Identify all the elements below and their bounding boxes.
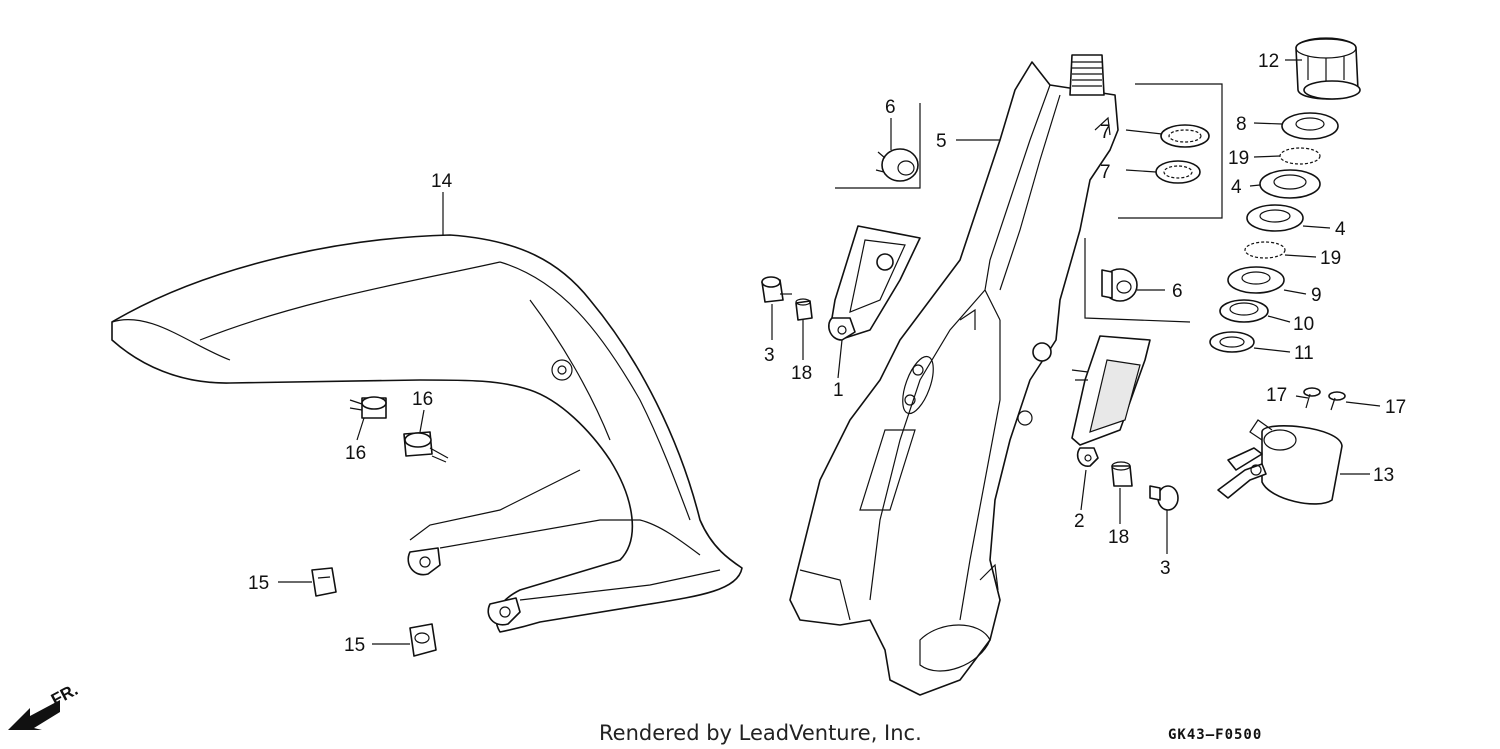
credit-text: Rendered by LeadVenture, Inc.: [599, 721, 922, 745]
callout-6a: 6: [885, 97, 896, 118]
group-brackets: [835, 83, 1223, 323]
callout-12: 12: [1258, 51, 1279, 72]
callout-labels: 14 5 6 1 3 18 2 18 3 7 7 12 8 19 4 4 19 …: [248, 51, 1406, 656]
clip-nut-15b[interactable]: [409, 623, 437, 657]
front-arrow-icon: [8, 700, 60, 730]
clip-3a[interactable]: [761, 276, 792, 303]
flange-bolt-16b[interactable]: [403, 431, 449, 463]
callout-18a: 18: [791, 363, 812, 384]
callout-7b: 7: [1100, 162, 1111, 183]
callout-3b: 3: [1160, 558, 1171, 579]
side-reflector-bracket[interactable]: [828, 225, 921, 341]
callout-11: 11: [1294, 343, 1314, 364]
dust-seal-10[interactable]: [1219, 299, 1269, 323]
bottom-cone-race-9[interactable]: [1227, 266, 1285, 294]
callout-17a: 17: [1266, 385, 1287, 406]
callout-2: 2: [1074, 511, 1085, 532]
callout-9: 9: [1311, 285, 1322, 306]
rear-reflector[interactable]: [1071, 335, 1151, 467]
callout-14: 14: [431, 171, 453, 192]
leader-lines: [278, 59, 1381, 645]
callout-13: 13: [1373, 465, 1394, 486]
steel-balls-19b[interactable]: [1244, 241, 1286, 259]
callout-15a: 15: [248, 573, 269, 594]
callout-8: 8: [1236, 114, 1247, 135]
front-fender[interactable]: [111, 234, 743, 633]
callout-7a: 7: [1100, 122, 1111, 143]
bearing-7a[interactable]: [1160, 124, 1210, 148]
flange-bolt-16a[interactable]: [349, 396, 387, 419]
callout-4a: 4: [1231, 177, 1242, 198]
top-cone-race-8[interactable]: [1281, 112, 1339, 140]
clip-3b[interactable]: [1149, 485, 1179, 511]
screw-17b[interactable]: [1328, 391, 1346, 411]
diagram-code: GK43–F0500: [1168, 727, 1262, 743]
collar-6b[interactable]: [1101, 268, 1138, 302]
steel-balls-19a[interactable]: [1279, 147, 1321, 165]
bottom-ball-race-4b[interactable]: [1246, 204, 1304, 232]
collar-6a[interactable]: [875, 148, 919, 182]
callout-17b: 17: [1385, 397, 1406, 418]
front-fork-cover[interactable]: [789, 54, 1119, 696]
callout-18b: 18: [1108, 527, 1129, 548]
callout-1: 1: [833, 380, 844, 401]
grommet-18a[interactable]: [795, 298, 813, 321]
callout-5: 5: [936, 131, 947, 152]
grommet-18b[interactable]: [1111, 461, 1133, 487]
callout-19a: 19: [1228, 148, 1249, 169]
top-ball-race-4a[interactable]: [1259, 169, 1321, 199]
bearing-7b[interactable]: [1155, 160, 1201, 184]
callout-3a: 3: [764, 345, 775, 366]
callout-10: 10: [1293, 314, 1314, 335]
dust-seal-washer-11[interactable]: [1209, 331, 1255, 353]
clip-nut-15a[interactable]: [311, 567, 337, 597]
callout-4b: 4: [1335, 219, 1346, 240]
front-direction-indicator: FR.: [8, 680, 81, 730]
steering-stem-nut-12[interactable]: [1295, 37, 1361, 100]
callout-15b: 15: [344, 635, 365, 656]
steering-lock[interactable]: [1217, 419, 1343, 505]
callout-16b: 16: [345, 443, 366, 464]
callout-19b: 19: [1320, 248, 1341, 269]
screw-17a[interactable]: [1303, 387, 1321, 409]
callout-16a: 16: [412, 389, 433, 410]
callout-6b: 6: [1172, 281, 1183, 302]
